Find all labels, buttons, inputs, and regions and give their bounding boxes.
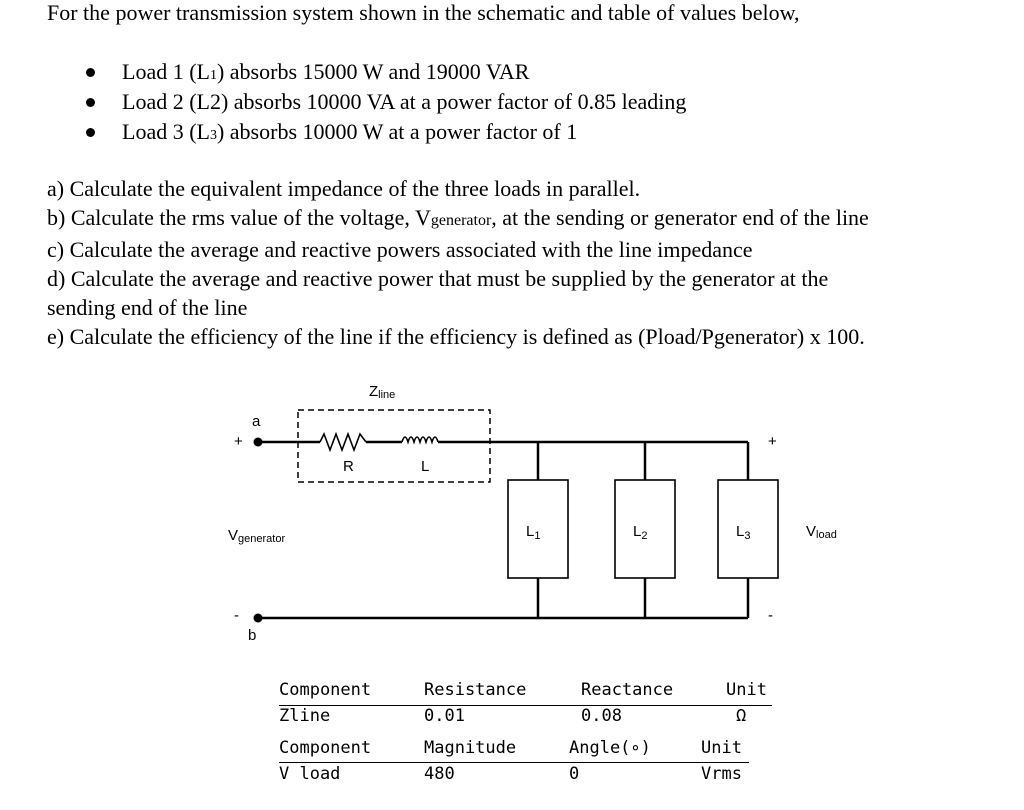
load-3-label: L3 <box>736 523 750 542</box>
plus-left-label: + <box>234 433 243 450</box>
list-item: Load 3 (L3) absorbs 10000 W at a power f… <box>82 117 686 147</box>
zline-label: Zline <box>369 383 395 401</box>
minus-right-label: - <box>768 607 773 624</box>
bullet-icon <box>86 68 95 77</box>
terminal-b-icon <box>253 613 263 623</box>
table-cell: 0 <box>569 764 580 784</box>
terminal-a-icon <box>253 437 263 447</box>
table-header-cell: Component <box>279 738 372 758</box>
table-divider <box>279 762 749 763</box>
question-b: b) Calculate the rms value of the voltag… <box>47 205 869 230</box>
node-a-label: a <box>252 413 261 430</box>
table-header-cell: Component <box>279 680 372 700</box>
vload-label: Vload <box>806 523 837 541</box>
table-cell: 0.08 <box>581 706 622 726</box>
question-d-continued: sending end of the line <box>47 295 248 320</box>
question-a: a) Calculate the equivalent impedance of… <box>47 176 641 201</box>
table-divider <box>279 705 772 706</box>
inductor-label: L <box>421 458 429 475</box>
vgenerator-label: Vgenerator <box>228 527 285 545</box>
table-cell: 480 <box>424 764 455 784</box>
table-header-cell: Angle(∘) <box>569 738 651 758</box>
node-b-label: b <box>248 627 256 644</box>
resistor-icon <box>319 431 367 453</box>
table-cell: Ω <box>736 706 747 726</box>
problem-intro: For the power transmission system shown … <box>47 0 800 25</box>
table-header-cell: Unit <box>701 738 742 758</box>
table-cell: V load <box>279 764 341 784</box>
load-branch-3 <box>717 442 779 618</box>
table-header-cell: Resistance <box>424 680 527 700</box>
circuit-schematic: Zline a + - b R L Vgenerator + - Vload L… <box>228 383 837 644</box>
table-cell: Vrms <box>701 764 742 784</box>
table-header-cell: Magnitude <box>424 738 517 758</box>
table-header-cell: Unit <box>726 680 767 700</box>
line-impedance-box <box>297 409 491 483</box>
plus-right-label: + <box>768 433 777 450</box>
bullet-icon <box>86 128 95 137</box>
table-header-cell: Reactance <box>581 680 674 700</box>
load-1-label: L1 <box>526 523 540 542</box>
load-2-label: L2 <box>633 523 647 542</box>
table-cell: 0.01 <box>424 706 465 726</box>
load-list: Load 1 (L1) absorbs 15000 W and 19000 VA… <box>82 57 686 147</box>
list-item: Load 2 (L2) absorbs 10000 VA at a power … <box>82 87 686 117</box>
bullet-icon <box>86 98 95 107</box>
table-cell: Zline <box>279 706 331 726</box>
resistor-label: R <box>343 458 354 475</box>
inductor-icon <box>401 436 439 445</box>
minus-left-label: - <box>234 607 239 624</box>
load-branch-2 <box>614 442 676 618</box>
question-list: a) Calculate the equivalent impedance of… <box>47 174 1007 351</box>
question-c: c) Calculate the average and reactive po… <box>47 237 753 262</box>
question-d: d) Calculate the average and reactive po… <box>47 266 829 291</box>
question-e: e) Calculate the efficiency of the line … <box>47 324 865 349</box>
list-item: Load 1 (L1) absorbs 15000 W and 19000 VA… <box>82 57 686 87</box>
load-branch-1 <box>507 442 569 618</box>
